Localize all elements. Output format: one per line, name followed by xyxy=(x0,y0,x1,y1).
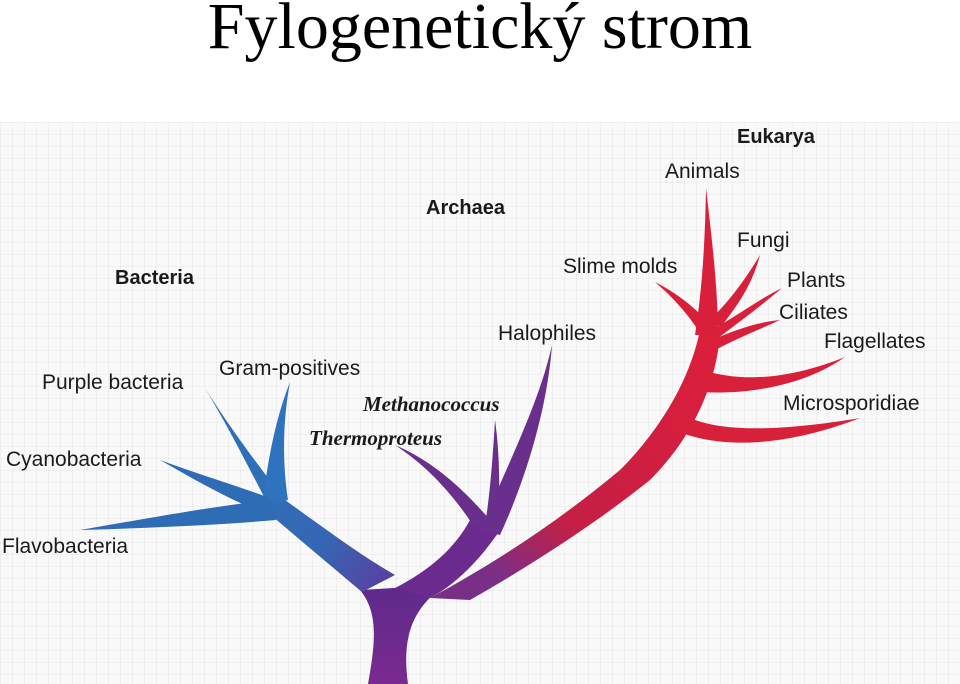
label-halophiles: Halophiles xyxy=(498,322,596,345)
branch-fungi xyxy=(712,255,760,328)
label-archaea: Archaea xyxy=(426,197,506,219)
branch-archaea xyxy=(395,520,500,598)
branch-flagellates xyxy=(700,357,845,393)
page-title: Fylogenetický strom xyxy=(207,0,753,63)
label-ciliates: Ciliates xyxy=(779,301,848,324)
label-methanococcus: Methanococcus xyxy=(362,392,500,416)
branch-cyanobacteria xyxy=(160,460,270,515)
label-thermoproteus: Thermoproteus xyxy=(309,426,442,450)
branch-purple-bacteria xyxy=(205,388,285,512)
label-flavobacteria: Flavobacteria xyxy=(2,535,128,558)
branch-flavobacteria xyxy=(80,500,276,530)
label-purple-bacteria: Purple bacteria xyxy=(42,371,184,394)
label-gram-positives: Gram-positives xyxy=(219,357,360,380)
branch-animals xyxy=(695,188,718,335)
branch-thermoproteus xyxy=(395,445,490,528)
label-plants: Plants xyxy=(787,269,845,292)
branch-methanococcus xyxy=(485,420,500,530)
label-animals: Animals xyxy=(665,160,740,183)
branch-plants xyxy=(715,288,782,338)
label-flagellates: Flagellates xyxy=(824,330,926,353)
label-fungi: Fungi xyxy=(737,229,790,252)
branch-ciliates xyxy=(712,320,780,350)
label-microsporidiae: Microsporidiae xyxy=(783,392,920,415)
label-eukarya: Eukarya xyxy=(737,126,816,148)
tree-trunk xyxy=(360,585,445,684)
label-bacteria: Bacteria xyxy=(115,267,195,289)
branch-gram-positives xyxy=(262,382,290,506)
label-cyanobacteria: Cyanobacteria xyxy=(6,448,142,471)
diagram-background xyxy=(0,122,960,684)
label-slime-molds: Slime molds xyxy=(563,255,677,278)
branch-bacteria xyxy=(265,500,395,592)
branch-slime-molds xyxy=(655,282,708,330)
branch-microsporidiae xyxy=(670,410,860,443)
branch-eukarya xyxy=(430,330,720,600)
